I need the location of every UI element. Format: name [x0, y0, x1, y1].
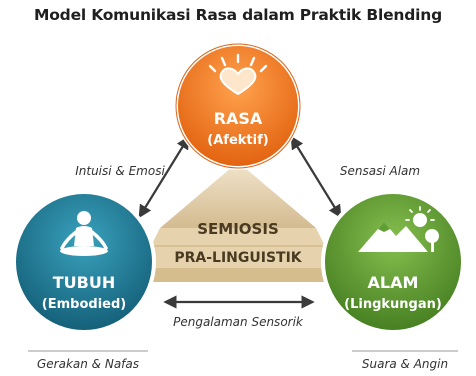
edge-label-rasa-tubuh: Intuisi & Emosi [75, 164, 165, 178]
node-rasa: RASA (Afektif) [174, 42, 302, 170]
caption-tubuh: Gerakan & Nafas [37, 357, 139, 371]
node-alam: ALAM (Lingkungan) [321, 190, 465, 334]
edge-label-tubuh-alam: Pengalaman Sensorik [173, 315, 304, 329]
arrow-rasa-alam [290, 135, 342, 219]
node-rasa-title: RASA [214, 109, 263, 128]
center-label-line1: SEMIOSIS [197, 220, 279, 238]
node-tubuh-subtitle: (Embodied) [42, 297, 126, 312]
node-alam-subtitle: (Lingkungan) [344, 297, 442, 312]
meditating-person-icon [60, 211, 108, 256]
node-tubuh-title: TUBUH [53, 273, 115, 292]
mountain-sun-icon [358, 206, 439, 252]
center-label-line2: PRA-LINGUISTIK [174, 250, 302, 266]
arrow-rasa-tubuh [138, 135, 190, 219]
edge-label-rasa-alam: Sensasi Alam [340, 164, 420, 178]
node-rasa-subtitle: (Afektif) [207, 133, 268, 148]
center-pyramid [130, 162, 346, 282]
diagram-title: Model Komunikasi Rasa dalam Praktik Blen… [34, 6, 442, 24]
heart-sun-icon [208, 53, 268, 96]
caption-alam: Suara & Angin [362, 357, 448, 371]
node-alam-title: ALAM [368, 273, 419, 292]
node-tubuh: TUBUH (Embodied) [12, 190, 156, 334]
